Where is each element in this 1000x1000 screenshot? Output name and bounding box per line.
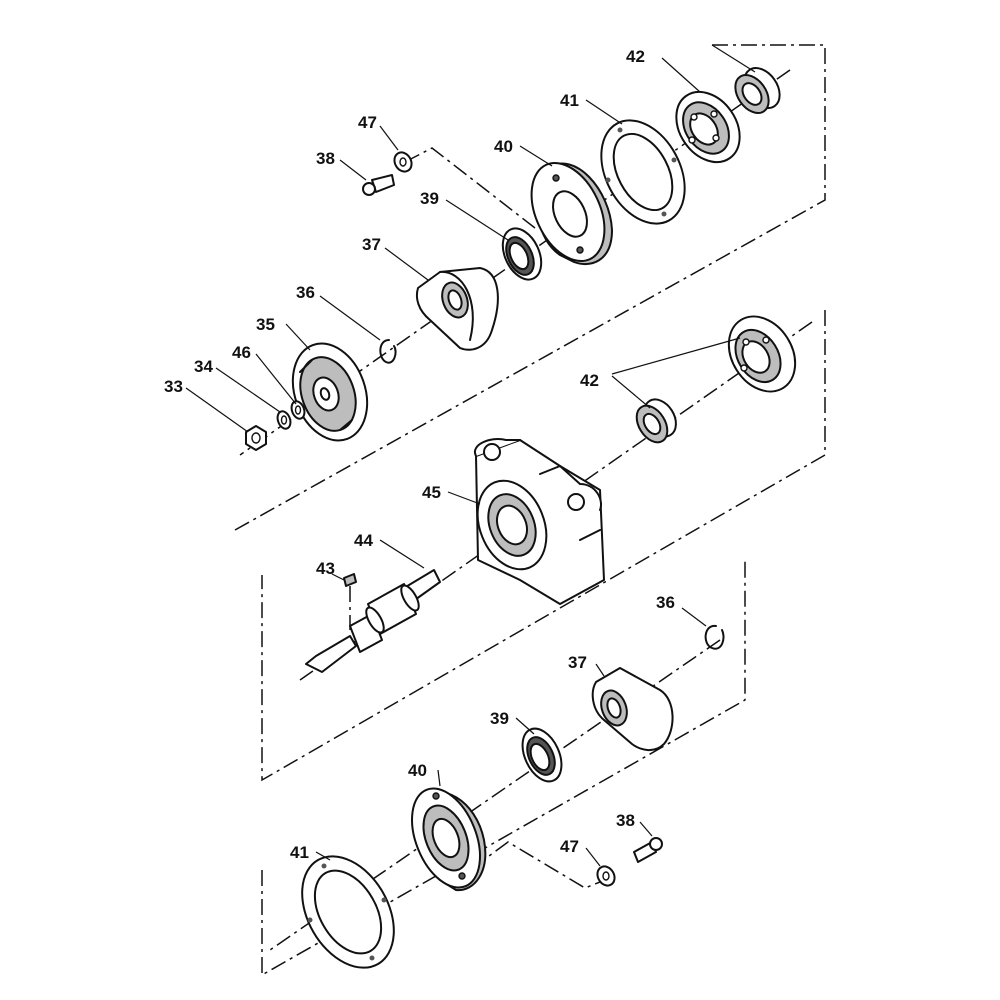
bolt-38-bottom <box>633 837 663 863</box>
callout-top-39: 39 <box>420 189 439 208</box>
seal-39-top <box>501 227 543 281</box>
callout-top-41: 41 <box>560 91 579 110</box>
coupling-37-bottom <box>591 667 674 751</box>
gasket-41-bottom <box>301 855 395 969</box>
callout-top-35: 35 <box>256 315 275 334</box>
washer-47-top <box>393 151 413 173</box>
callout-mid-43: 43 <box>316 559 335 578</box>
callout-mid-42: 42 <box>580 371 599 390</box>
seal-39-bottom <box>521 727 563 783</box>
gasket-41-top <box>600 119 686 225</box>
bearing-race-42-top <box>734 67 781 114</box>
callout-top-36: 36 <box>296 283 315 302</box>
callout-top-34: 34 <box>194 357 213 376</box>
snap-ring-36-top <box>379 339 397 364</box>
snap-ring-36-bottom <box>704 624 725 650</box>
bearing-42-mid <box>727 315 797 393</box>
callout-top-40: 40 <box>494 137 513 156</box>
callout-top-46: 46 <box>232 343 251 362</box>
callout-top-33: 33 <box>164 377 183 396</box>
callout-bot-37: 37 <box>568 653 587 672</box>
washer-47-bottom <box>596 865 616 887</box>
callout-bot-39: 39 <box>490 709 509 728</box>
flange-40-top <box>530 161 613 266</box>
callout-top-42: 42 <box>626 47 645 66</box>
leader-lines <box>185 44 756 867</box>
callout-bot-40: 40 <box>408 761 427 780</box>
callouts: 42 41 40 47 38 39 37 36 35 46 34 33 42 4… <box>164 47 675 862</box>
washer-46 <box>290 400 306 420</box>
bearing-race-42-mid <box>635 398 677 444</box>
callout-top-47: 47 <box>358 113 377 132</box>
phantom-outlines <box>234 44 826 977</box>
shaft-44 <box>305 569 441 673</box>
coupling-37-top <box>415 267 499 351</box>
nut-33 <box>245 425 267 451</box>
callout-top-38: 38 <box>316 149 335 168</box>
lock-washer-34 <box>276 410 292 430</box>
bolt-38-top <box>362 174 395 196</box>
callout-bot-38: 38 <box>616 811 635 830</box>
pulley-35-top <box>291 342 369 442</box>
callout-top-37: 37 <box>362 235 381 254</box>
callout-bot-36: 36 <box>656 593 675 612</box>
callout-bot-47: 47 <box>560 837 579 856</box>
housing-45 <box>473 438 605 605</box>
bearing-42-top <box>675 90 741 164</box>
callout-bot-41: 41 <box>290 843 309 862</box>
callout-mid-44: 44 <box>354 531 373 550</box>
flange-40-bottom <box>411 787 487 892</box>
callout-mid-45: 45 <box>422 483 441 502</box>
key-43 <box>343 573 357 587</box>
